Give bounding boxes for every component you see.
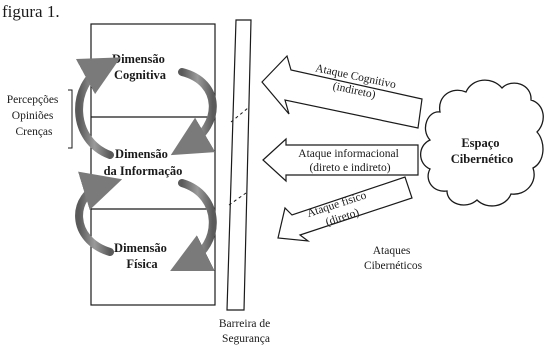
cognitive-factors-list: Percepções Opiniões Crenças	[7, 94, 62, 138]
dimension-information-label: Dimensão da Informação	[104, 147, 183, 178]
security-barrier	[226, 19, 252, 311]
attack-informational-label: Ataque informacional (direto e indireto)	[298, 148, 401, 174]
cyberspace-cloud	[419, 79, 544, 207]
barrier-dashes	[228, 107, 249, 206]
caption-fragment: figura 1.	[2, 2, 60, 21]
cycle-arrow-right-lower	[170, 179, 217, 271]
factors-bracket	[68, 89, 73, 149]
barrier-label: Barreira de Segurança	[219, 318, 273, 345]
cycle-arrow-left-upper	[75, 57, 121, 159]
attack-arrow-physical	[277, 176, 413, 242]
attack-arrow-informational	[262, 137, 419, 183]
cycle-arrow-right-upper	[170, 68, 217, 156]
cycle-arrow-left-lower	[75, 171, 123, 256]
dimension-cognitive-label: Dimensão Cognitiva	[112, 52, 168, 82]
attacks-group-label: Ataques Cibernéticos	[364, 245, 423, 272]
cyberspace-label: Espaço Cibernético	[451, 136, 513, 166]
attack-arrows	[261, 54, 423, 242]
dimension-physical-label: Dimensão Física	[114, 241, 170, 271]
attack-arrow-cognitive	[261, 54, 423, 129]
cycle-arrows	[75, 57, 217, 271]
